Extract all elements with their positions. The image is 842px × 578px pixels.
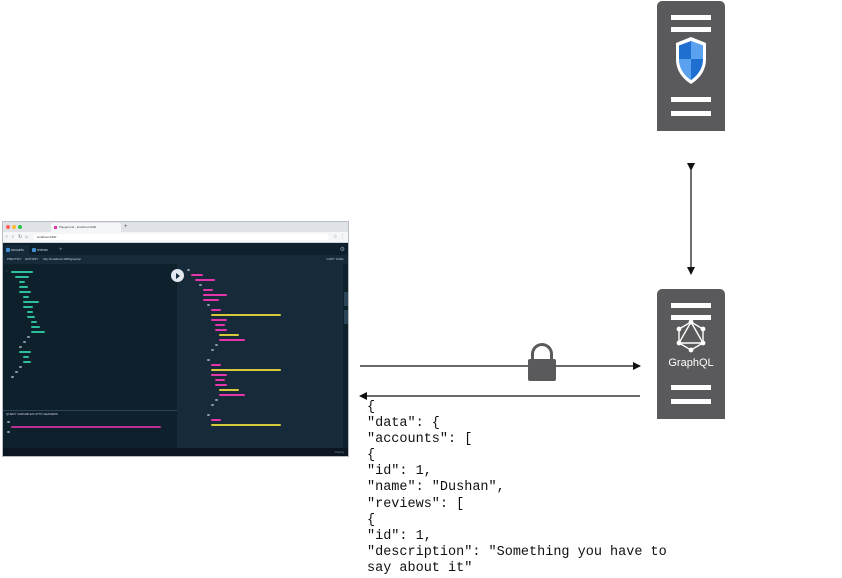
history-button[interactable]: HISTORY — [25, 257, 39, 261]
prettify-button[interactable]: PRETTIFY — [7, 257, 22, 261]
address-bar-url: localhost:4000 — [37, 235, 57, 239]
graphql-favicon-icon — [54, 226, 57, 229]
server-slot — [671, 399, 711, 404]
query-variables-label[interactable]: QUERY VARIABLES HTTP HEADERS — [6, 412, 58, 416]
tab-accounts[interactable]: accounts — [5, 245, 29, 255]
shield-icon — [676, 37, 706, 84]
result-viewer — [177, 264, 343, 448]
close-window-icon[interactable] — [6, 225, 10, 229]
browser-tab[interactable]: Playground - localhost:4000 — [51, 223, 121, 232]
response-line: say about it" — [367, 560, 473, 576]
browser-toolbar: ‹ › ↻ ⌂ localhost:4000 ☆ ⋮ — [3, 232, 348, 243]
json-response: { "data": { "accounts": [ { "id": 1, "na… — [367, 400, 667, 577]
response-line: { — [367, 448, 376, 464]
tracing-label[interactable]: Tracing — [334, 450, 344, 454]
browser-titlebar: Playground - localhost:4000 + — [3, 222, 348, 232]
forward-icon[interactable]: › — [12, 234, 14, 240]
server-slot — [671, 97, 711, 102]
home-icon[interactable]: ⌂ — [25, 234, 29, 240]
server-slot — [671, 315, 711, 320]
address-bar[interactable]: localhost:4000 — [33, 234, 329, 240]
server-slot — [671, 303, 711, 308]
maximize-window-icon[interactable] — [18, 225, 22, 229]
browser-tab-title: Playground - localhost:4000 — [59, 225, 97, 229]
new-tab-button[interactable]: + — [124, 224, 128, 230]
browser-window: Playground - localhost:4000 + ‹ › ↻ ⌂ lo… — [2, 221, 349, 457]
endpoint-input[interactable]: http://localhost:4000/graphql — [43, 257, 81, 261]
server-slot — [671, 27, 711, 32]
schema-tab[interactable] — [344, 310, 348, 324]
back-icon[interactable]: ‹ — [6, 234, 8, 240]
tab-accounts-label: accounts — [11, 248, 24, 252]
response-line: "reviews": [ — [367, 496, 465, 512]
docs-tab[interactable] — [344, 292, 348, 306]
minimize-window-icon[interactable] — [12, 225, 16, 229]
extensions-icon[interactable]: ☆ — [333, 234, 338, 240]
response-line: "data": { — [367, 416, 440, 432]
graphql-tab-icon — [32, 248, 36, 252]
server-slot — [671, 111, 711, 116]
response-line: { — [367, 400, 376, 415]
graphql-label: GraphQL — [668, 357, 714, 369]
add-tab-button[interactable]: + — [59, 247, 63, 253]
playground-tabbar: accounts reviews + ⚙ — [3, 243, 348, 255]
response-line: "accounts": [ — [367, 432, 473, 448]
server-slot — [671, 15, 711, 20]
graphql-logo-icon — [676, 319, 706, 353]
response-line: "id": 1, — [367, 528, 432, 544]
response-line: { — [367, 512, 376, 528]
response-line: "id": 1, — [367, 464, 432, 480]
reload-icon[interactable]: ↻ — [18, 234, 23, 240]
gear-icon[interactable]: ⚙ — [339, 247, 345, 253]
docs-schema-sidebar — [343, 264, 348, 448]
server-slot — [671, 385, 711, 390]
lock-icon — [528, 343, 556, 381]
play-button[interactable] — [171, 269, 184, 282]
response-line: "name": "Dushan", — [367, 480, 505, 496]
response-line: "description": "Something you have to — [367, 544, 667, 560]
query-variables-panel[interactable]: QUERY VARIABLES HTTP HEADERS — [3, 410, 177, 448]
tab-reviews-label: reviews — [37, 248, 48, 252]
graphql-server: GraphQL — [657, 289, 725, 419]
status-bar: Tracing — [3, 448, 348, 456]
query-editor[interactable]: 1 — [3, 264, 177, 410]
tab-reviews[interactable]: reviews — [31, 245, 55, 255]
menu-icon[interactable]: ⋮ — [340, 234, 345, 240]
security-server — [657, 1, 725, 131]
graphql-tab-icon — [6, 248, 10, 252]
copy-curl-button[interactable]: COPY CURL — [326, 257, 344, 261]
